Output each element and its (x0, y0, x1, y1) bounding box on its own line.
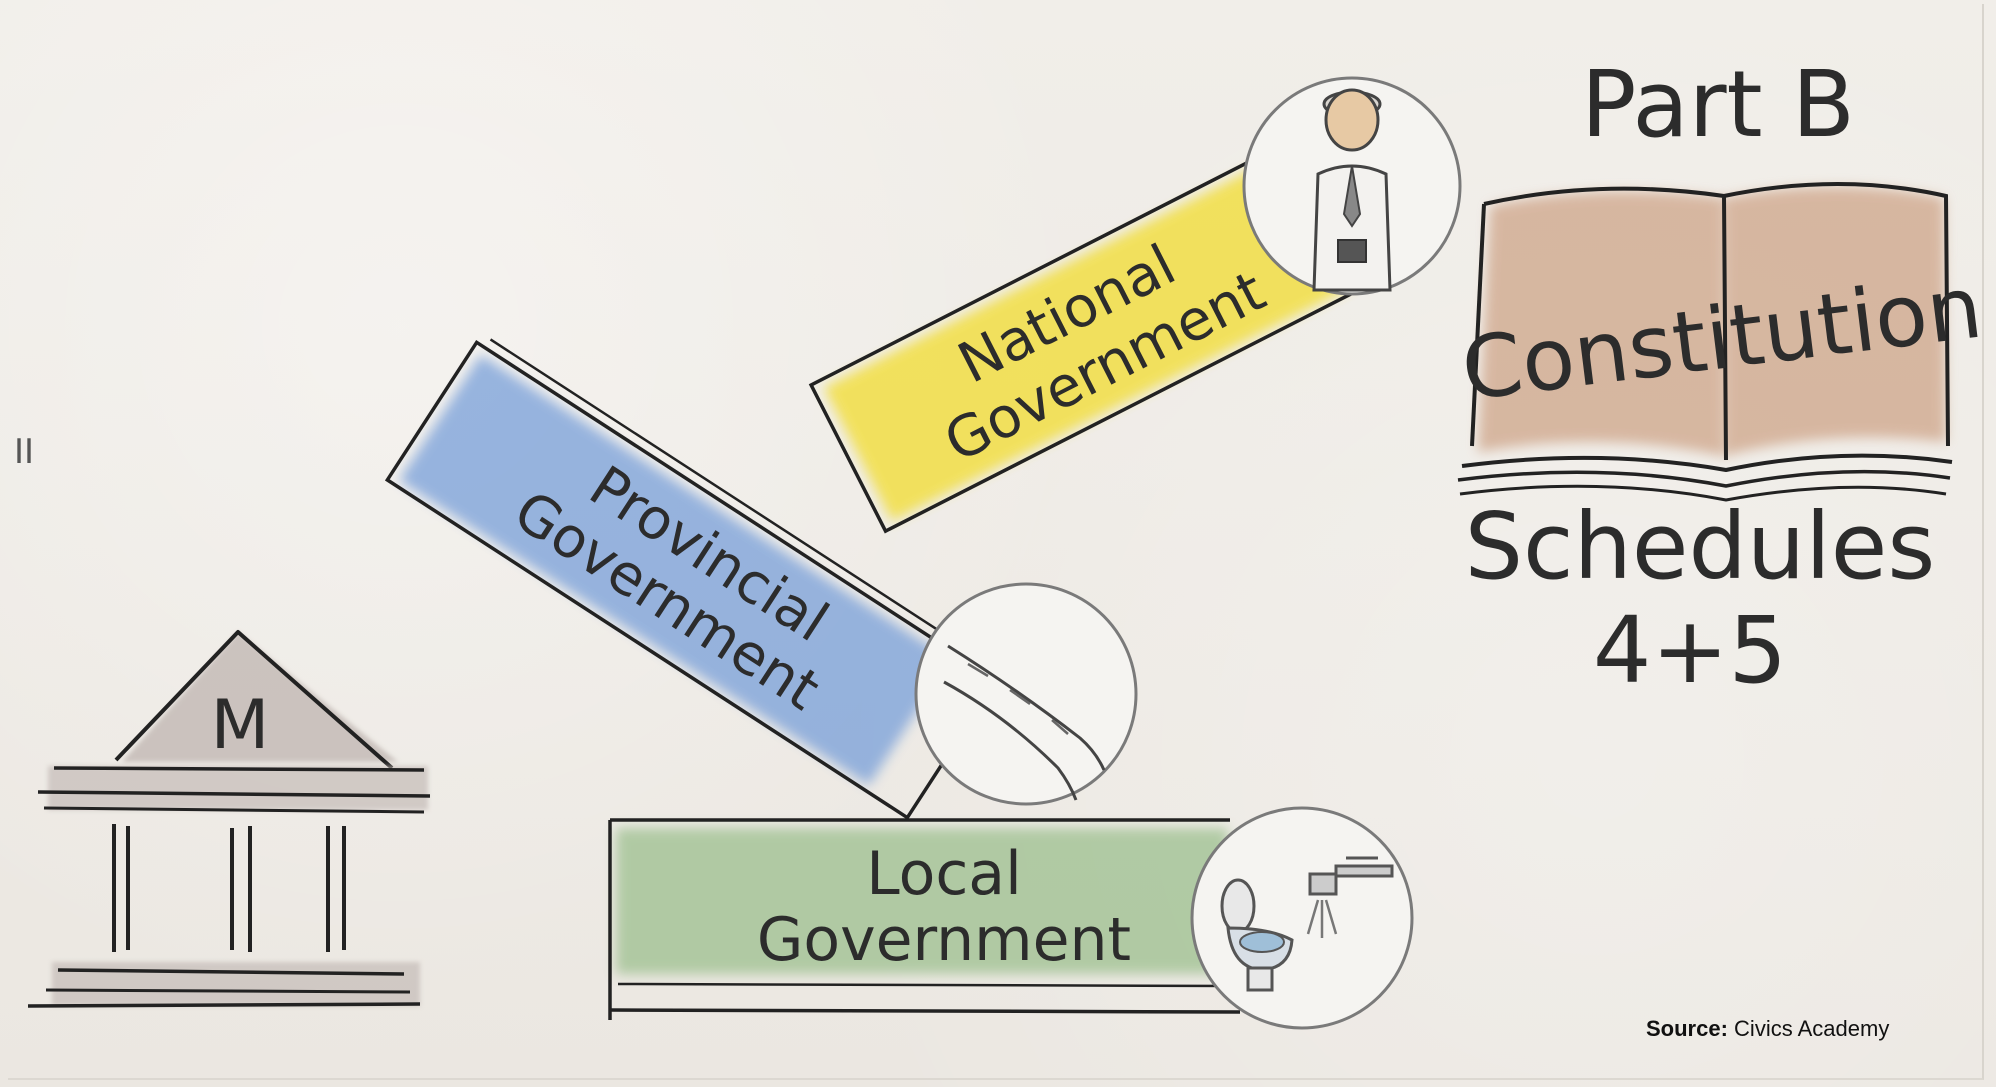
schedules-numbers: 4+5 (1593, 597, 1787, 704)
local-government-block: Local Government (608, 818, 1241, 1020)
part-label: Part B (1581, 51, 1855, 158)
constitution-book-icon: Constitution (1456, 182, 1987, 502)
local-line1: Local (866, 839, 1022, 909)
toilet-tap-icon (1190, 806, 1414, 1030)
municipal-building-icon: M (27, 630, 431, 1008)
source-credit: Source: Civics Academy (1646, 1016, 1889, 1042)
road-icon (914, 582, 1138, 806)
municipal-letter: M (211, 686, 270, 765)
local-line2: Government (757, 905, 1131, 975)
person-icon (1242, 76, 1462, 296)
source-label: Source: (1646, 1016, 1728, 1041)
schedules-label: Schedules (1465, 493, 1936, 600)
side-mark: II (14, 432, 35, 472)
source-value: Civics Academy (1734, 1016, 1890, 1041)
slide-frame (8, 4, 1984, 1080)
